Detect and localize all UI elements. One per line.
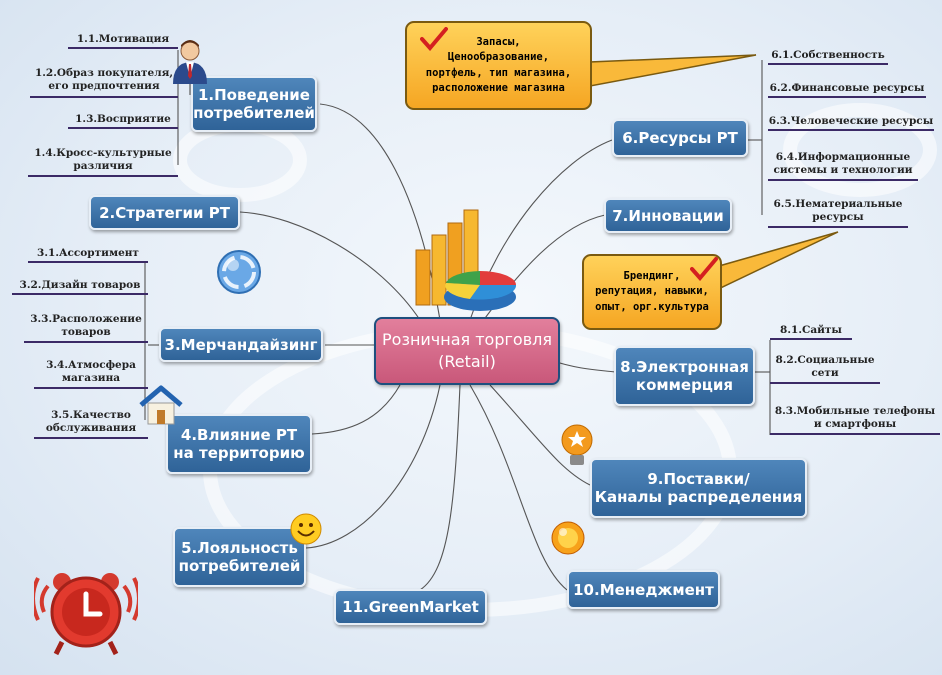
branch-territory-influence[interactable]: 4.Влияние РТ на территорию — [166, 414, 312, 474]
chart-icon — [415, 209, 517, 311]
checkmark-icon — [420, 27, 448, 51]
central-topic-label: Розничная торговля (Retail) — [382, 330, 552, 371]
subtopic-1-1[interactable]: 1.1.Мотивация — [76, 33, 170, 45]
subtopic-6-1[interactable]: 6.1.Собственность — [771, 49, 885, 61]
subtopic-6-3[interactable]: 6.3.Человеческие ресурсы — [768, 115, 934, 127]
branch-strategies[interactable]: 2.Стратегии РТ — [89, 195, 240, 230]
callout-text: Брендинг, репутация, навыки, опыт, орг.к… — [595, 270, 709, 313]
subtopic-6-2[interactable]: 6.2.Финансовые ресурсы — [769, 82, 925, 94]
branch-label: 9.Поставки/ Каналы распределения — [594, 470, 803, 506]
branch-label: 3.Мерчандайзинг — [164, 335, 318, 354]
callout-resources-details: Запасы, Ценообразование, портфель, тип м… — [405, 21, 592, 110]
branch-label: 10.Менеджмент — [573, 580, 714, 599]
branch-e-commerce[interactable]: 8.Электронная коммерция — [614, 346, 755, 406]
branch-label: 5.Лояльность потребителей — [178, 539, 301, 575]
checkmark-icon — [690, 257, 718, 281]
branch-innovations[interactable]: 7.Инновации — [604, 198, 732, 233]
branch-label: 1.Поведение потребителей — [193, 86, 315, 122]
branch-supply-channels[interactable]: 9.Поставки/ Каналы распределения — [590, 458, 807, 518]
branch-label: 8.Электронная коммерция — [620, 358, 749, 394]
branch-label: 4.Влияние РТ на территорию — [173, 426, 305, 462]
lightbulb-icon — [561, 424, 593, 465]
house-icon — [139, 385, 183, 425]
alarm-clock-icon — [34, 573, 138, 656]
subtopic-1-2[interactable]: 1.2.Образ покупателя, его предпочтения — [34, 67, 174, 93]
recycle-icon — [217, 250, 261, 294]
branch-consumer-behavior[interactable]: 1.Поведение потребителей — [191, 76, 317, 132]
branch-label: 2.Стратегии РТ — [99, 203, 230, 222]
subtopic-3-1[interactable]: 3.1.Ассортимент — [37, 247, 139, 259]
subtopic-8-2[interactable]: 8.2.Социальные сети — [775, 354, 875, 380]
person-icon — [173, 40, 207, 84]
branch-consumer-loyalty[interactable]: 5.Лояльность потребителей — [173, 527, 306, 587]
subtopic-3-5[interactable]: 3.5.Качество обслуживания — [45, 409, 137, 435]
branch-label: 7.Инновации — [612, 206, 724, 225]
subtopic-8-1[interactable]: 8.1.Сайты — [780, 324, 842, 336]
subtopic-3-2[interactable]: 3.2.Дизайн товаров — [19, 279, 141, 291]
subtopic-3-3[interactable]: 3.3.Расположение товаров — [30, 313, 142, 339]
central-topic[interactable]: Розничная торговля (Retail) — [374, 317, 560, 385]
subtopic-6-5[interactable]: 6.5.Нематериальные ресурсы — [773, 198, 903, 224]
subtopic-1-4[interactable]: 1.4.Кросс-культурные различия — [34, 147, 172, 173]
subtopic-1-3[interactable]: 1.3.Восприятие — [75, 113, 171, 125]
star-icon — [551, 521, 585, 555]
subtopic-3-4[interactable]: 3.4.Атмосфера магазина — [46, 359, 136, 385]
subtopic-6-4[interactable]: 6.4.Информационные системы и технологии — [773, 151, 913, 177]
branch-merchandising[interactable]: 3.Мерчандайзинг — [159, 327, 323, 362]
callout-text: Запасы, Ценообразование, портфель, тип м… — [425, 36, 572, 94]
subtopic-8-3[interactable]: 8.3.Мобильные телефоны и смартфоны — [774, 405, 936, 431]
branch-label: 11.GreenMarket — [342, 598, 479, 616]
smiley-icon — [290, 513, 322, 545]
branch-label: 6.Ресурсы РТ — [622, 129, 738, 147]
branch-greenmarket[interactable]: 11.GreenMarket — [334, 589, 487, 625]
branch-management[interactable]: 10.Менеджмент — [567, 570, 720, 609]
callout-intangible-details: Брендинг, репутация, навыки, опыт, орг.к… — [582, 254, 722, 330]
branch-resources[interactable]: 6.Ресурсы РТ — [612, 119, 748, 157]
